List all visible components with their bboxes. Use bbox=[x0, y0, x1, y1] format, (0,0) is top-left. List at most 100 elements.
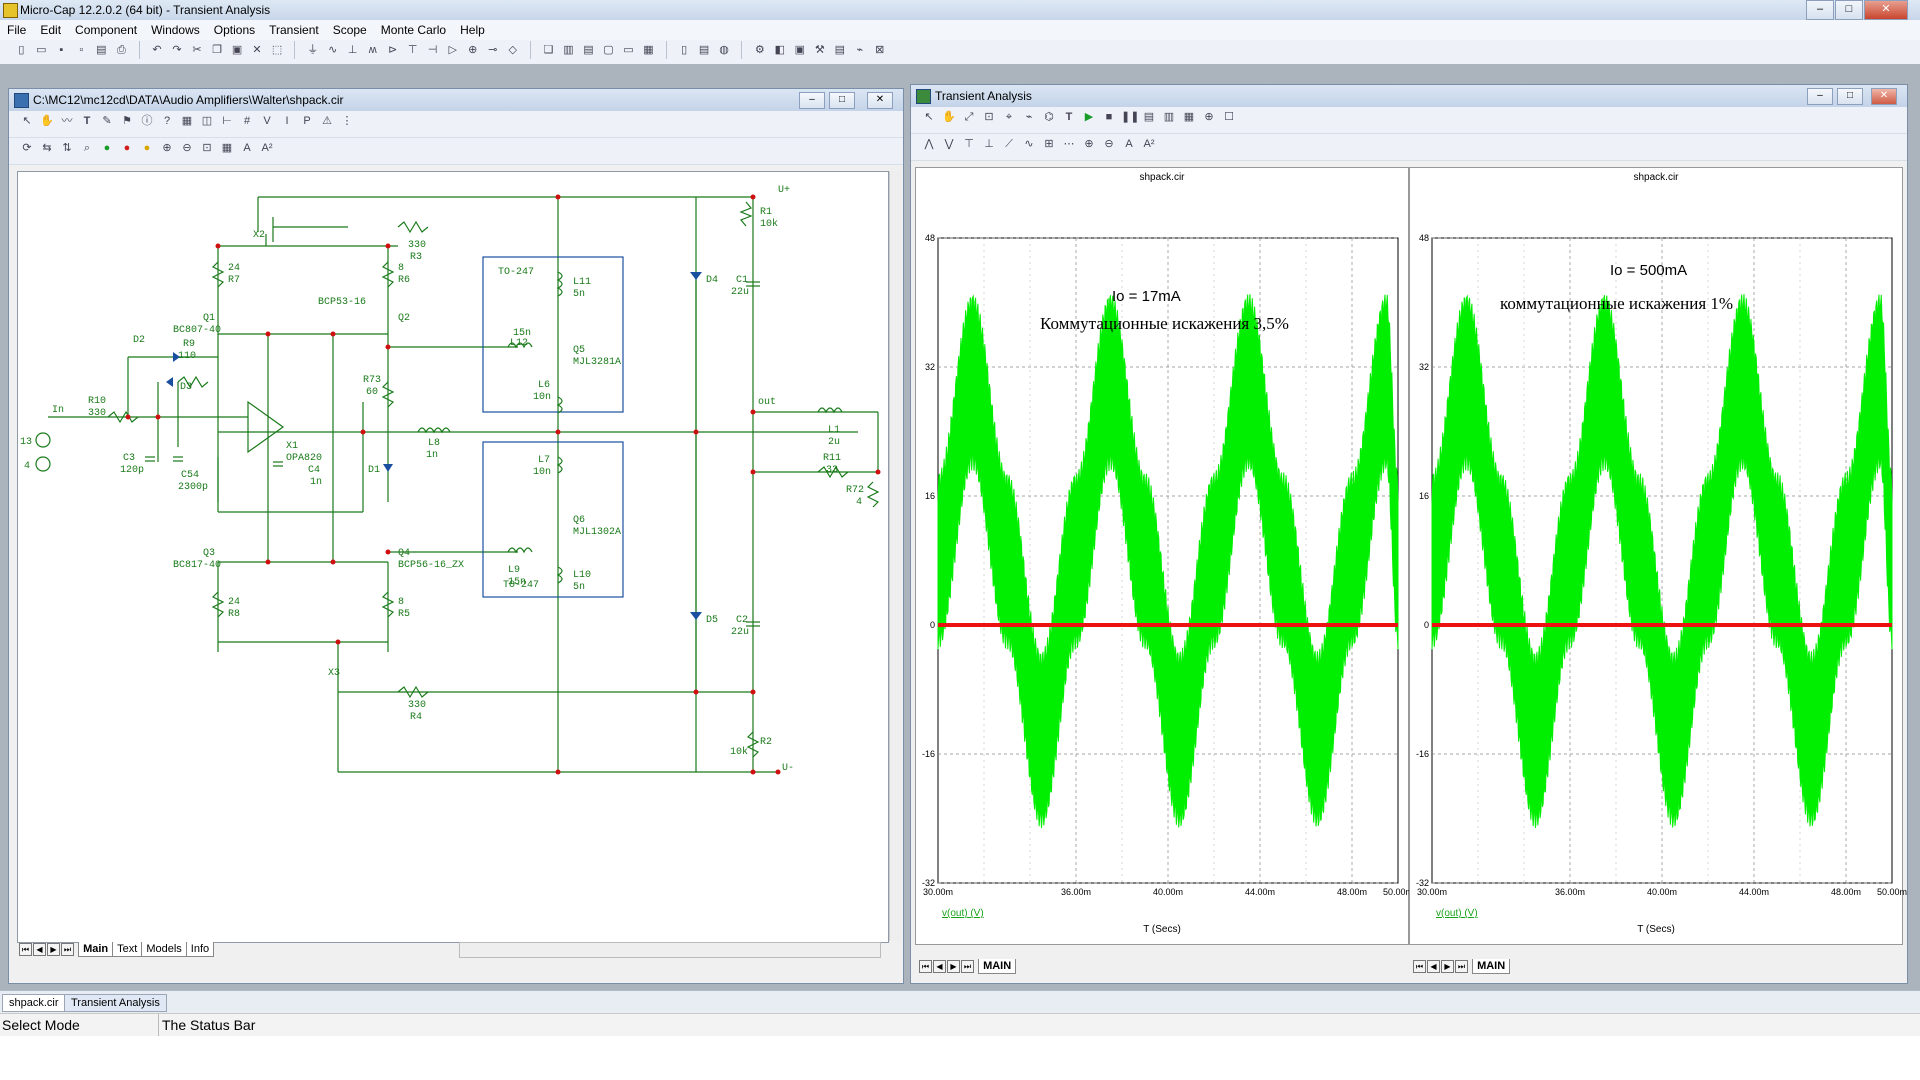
menu-scope[interactable]: Scope bbox=[332, 23, 367, 37]
save-icon[interactable]: ▪ bbox=[59, 44, 64, 56]
go-icon[interactable]: ● bbox=[103, 142, 111, 154]
grid-dots-icon[interactable]: ⋮ bbox=[341, 115, 353, 127]
plot1-nav-next-icon[interactable]: ▶ bbox=[947, 960, 960, 973]
schematic-close-button[interactable]: ✕ bbox=[867, 92, 893, 109]
magnify-icon[interactable]: ⊕ bbox=[1204, 111, 1214, 123]
stop-icon[interactable]: ● bbox=[123, 142, 131, 154]
peak-icon[interactable]: ⋀ bbox=[924, 138, 934, 150]
plot1-nav-last-icon[interactable]: ⏭ bbox=[961, 960, 974, 973]
redo-icon[interactable]: ↷ bbox=[172, 44, 182, 56]
resistor-icon[interactable]: ∿ bbox=[328, 44, 338, 56]
new-icon[interactable]: ▯ bbox=[18, 44, 25, 56]
mirror-icon[interactable]: ⇅ bbox=[62, 142, 72, 154]
tile-horizontal-icon[interactable]: ▤ bbox=[583, 44, 594, 56]
schematic-minimize-button[interactable]: – bbox=[799, 92, 825, 109]
model-icon[interactable]: ⚒ bbox=[814, 44, 825, 56]
cascade-icon[interactable]: ❏ bbox=[543, 44, 554, 56]
tab-text[interactable]: Text bbox=[112, 942, 143, 957]
wire-icon[interactable]: 〰 bbox=[61, 115, 73, 127]
print-preview-icon[interactable]: ▤ bbox=[96, 44, 107, 56]
schematic-hscroll[interactable] bbox=[459, 942, 881, 958]
source-icon[interactable]: ⊕ bbox=[468, 44, 478, 56]
font-size-icon[interactable]: A² bbox=[1143, 138, 1155, 150]
warning-icon[interactable]: ⚠ bbox=[322, 115, 332, 127]
tag-icon[interactable]: ⌬ bbox=[1044, 111, 1054, 123]
nav-prev-icon[interactable]: ◀ bbox=[33, 943, 46, 956]
analysis-minimize-button[interactable]: – bbox=[1807, 88, 1833, 105]
open-icon[interactable]: ▭ bbox=[36, 44, 47, 56]
pin-icon[interactable]: ⊢ bbox=[222, 115, 232, 127]
graph-icon[interactable]: ⌁ bbox=[856, 44, 864, 56]
capacitor-icon[interactable]: ⊥ bbox=[347, 44, 358, 56]
transistor-icon[interactable]: ⊣ bbox=[427, 44, 438, 56]
inflection-icon[interactable]: ∿ bbox=[1024, 138, 1034, 150]
delete-icon[interactable]: ✕ bbox=[252, 44, 262, 56]
print-icon[interactable]: ⎙ bbox=[116, 44, 126, 56]
plot1-nav-prev-icon[interactable]: ◀ bbox=[933, 960, 946, 973]
font-icon[interactable]: A bbox=[1125, 138, 1133, 150]
opamp-icon[interactable]: ▷ bbox=[448, 44, 457, 56]
analysis-maximize-button[interactable]: □ bbox=[1837, 88, 1863, 105]
plot2-nav-prev-icon[interactable]: ◀ bbox=[1427, 960, 1440, 973]
package-editor-icon[interactable]: ▣ bbox=[794, 44, 805, 56]
stop-icon[interactable]: ■ bbox=[1105, 111, 1113, 123]
window-tab-transient[interactable]: Transient Analysis bbox=[64, 994, 167, 1012]
menu-help[interactable]: Help bbox=[460, 23, 485, 37]
font-icon[interactable]: A bbox=[243, 142, 251, 154]
globe-icon[interactable]: ◍ bbox=[719, 44, 729, 56]
zoom-out-icon[interactable]: ⊖ bbox=[1104, 138, 1114, 150]
plot2-nav-last-icon[interactable]: ⏭ bbox=[1455, 960, 1468, 973]
zoom-out-icon[interactable]: ⊖ bbox=[182, 142, 192, 154]
schematic-maximize-button[interactable]: □ bbox=[829, 92, 855, 109]
voltage-icon[interactable]: V bbox=[263, 115, 271, 127]
menu-monte-carlo[interactable]: Monte Carlo bbox=[380, 23, 447, 37]
zoom-in-icon[interactable]: ⊕ bbox=[1084, 138, 1094, 150]
attribute-icon[interactable]: ◫ bbox=[201, 115, 213, 127]
plot-1-tab-main[interactable]: MAIN bbox=[978, 959, 1017, 974]
inductor-icon[interactable]: ʍ bbox=[368, 44, 377, 56]
nav-last-icon[interactable]: ⏭ bbox=[61, 943, 74, 956]
copy-icon[interactable]: ❐ bbox=[212, 44, 222, 56]
window-tab-schematic[interactable]: shpack.cir bbox=[2, 994, 66, 1012]
maximize-button[interactable]: □ bbox=[1835, 0, 1863, 20]
help-icon[interactable]: ? bbox=[163, 115, 171, 127]
scale-icon[interactable]: ⤢ bbox=[964, 111, 974, 123]
flag-icon[interactable]: ⚑ bbox=[122, 115, 132, 127]
limits-icon[interactable]: ☐ bbox=[1224, 111, 1234, 123]
close-button[interactable]: ✕ bbox=[1864, 0, 1908, 20]
node-icon[interactable]: ◇ bbox=[508, 44, 517, 56]
flip-icon[interactable]: ⇆ bbox=[42, 142, 52, 154]
slope-icon[interactable]: ⟋ bbox=[1005, 138, 1013, 150]
power-icon[interactable]: P bbox=[303, 115, 311, 127]
text-icon[interactable]: T bbox=[83, 115, 91, 127]
high-icon[interactable]: ⊤ bbox=[964, 138, 974, 150]
node-numbers-icon[interactable]: # bbox=[243, 115, 251, 127]
select-all-icon[interactable]: ⬚ bbox=[271, 44, 283, 56]
save-all-icon[interactable]: ▫ bbox=[79, 44, 84, 56]
maximize-window-icon[interactable]: ▭ bbox=[623, 44, 634, 56]
run-icon[interactable]: ▶ bbox=[1084, 111, 1094, 123]
font-size-icon[interactable]: A² bbox=[261, 142, 273, 154]
nav-first-icon[interactable]: ⏮ bbox=[19, 943, 32, 956]
shape-editor-icon[interactable]: ◧ bbox=[774, 44, 785, 56]
stack-icon[interactable]: ▦ bbox=[1183, 111, 1195, 123]
pause-icon[interactable]: ❚❚ bbox=[1121, 111, 1140, 123]
select-mode-icon[interactable]: ↖ bbox=[22, 115, 32, 127]
select-icon[interactable]: ↖ bbox=[924, 111, 934, 123]
check-icon[interactable]: ⊠ bbox=[875, 44, 885, 56]
plot2-nav-next-icon[interactable]: ▶ bbox=[1441, 960, 1454, 973]
page-icon[interactable]: ▯ bbox=[681, 44, 688, 56]
valley-icon[interactable]: ⋁ bbox=[944, 138, 954, 150]
properties-icon[interactable]: ▤ bbox=[1143, 111, 1155, 123]
global-icon[interactable]: ⊞ bbox=[1044, 138, 1054, 150]
paste-icon[interactable]: ▣ bbox=[231, 44, 243, 56]
schematic-canvas[interactable]: X2 330 R3 R1 10k 24 R7 8 R6 Q1 BC807-40 … bbox=[17, 171, 889, 943]
diode-icon[interactable]: ⊳ bbox=[388, 44, 398, 56]
plot-2-tab-main[interactable]: MAIN bbox=[1472, 959, 1511, 974]
nav-next-icon[interactable]: ▶ bbox=[47, 943, 60, 956]
zoom-box-icon[interactable]: ⊡ bbox=[984, 111, 994, 123]
tab-models[interactable]: Models bbox=[141, 942, 187, 957]
cut-icon[interactable]: ✂ bbox=[192, 44, 202, 56]
